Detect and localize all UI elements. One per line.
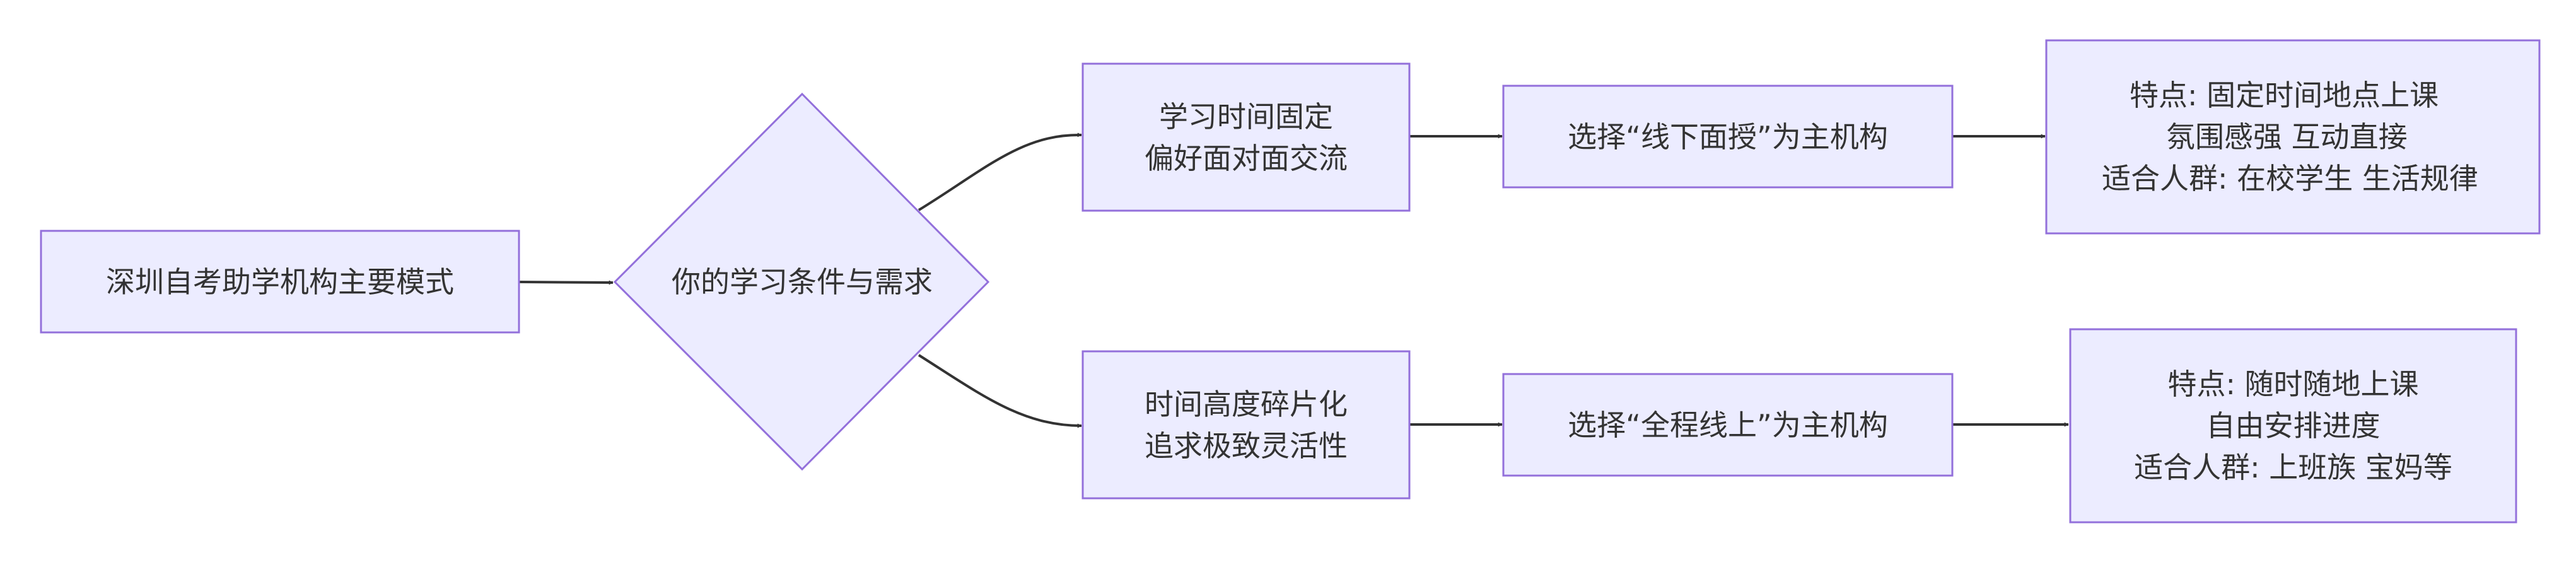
node-desc-offline-line-3: 适合人群: 在校学生 生活规律 [2102, 161, 2478, 196]
node-choice-offline-text: 选择“线下面授”为主机构 [1568, 119, 1888, 154]
node-desc-online-line-2: 自由安排进度 [2206, 409, 2381, 443]
node-desc-online-box [2069, 328, 2517, 524]
node-cond-fixed-line-1: 学习时间固定 [1159, 99, 1333, 134]
node-choice-online-text: 选择“全程线上”为主机构 [1568, 407, 1888, 442]
node-cond-fixed-box [1081, 62, 1411, 212]
edge-root-to-decision [518, 280, 614, 285]
node-cond-flex-line-2: 追求极致灵活性 [1145, 428, 1348, 463]
node-choice-offline-box [1502, 85, 1954, 189]
node-desc-offline-label: 特点: 固定时间地点上课 氛围感强 互动直接 适合人群: 在校学生 生活规律 [2046, 40, 2539, 233]
node-decision-label: 你的学习条件与需求 [644, 250, 960, 313]
node-desc-online-line-3: 适合人群: 上班族 宝妈等 [2134, 450, 2452, 484]
node-desc-online-line-1: 特点: 随时随地上课 [2167, 367, 2419, 401]
edge-decision-to-flex [918, 354, 1082, 428]
node-cond-flex-box [1081, 350, 1411, 500]
edge-decision-to-fixed [918, 132, 1082, 211]
node-root-box [40, 230, 520, 334]
node-desc-offline-box [2045, 39, 2541, 235]
node-desc-offline-line-2: 氛围感强 互动直接 [2166, 120, 2408, 154]
node-cond-fixed-line-2: 偏好面对面交流 [1145, 141, 1348, 175]
node-cond-flex-line-1: 时间高度碎片化 [1145, 387, 1348, 421]
node-choice-online-label: 选择“全程线上”为主机构 [1503, 374, 1952, 476]
node-decision-diamond [613, 92, 990, 471]
node-cond-flex-label: 时间高度碎片化 追求极致灵活性 [1083, 351, 1409, 498]
node-choice-online-box [1502, 373, 1954, 477]
node-decision-text: 你的学习条件与需求 [672, 265, 933, 299]
node-choice-offline-label: 选择“线下面授”为主机构 [1503, 86, 1952, 187]
node-desc-online-label: 特点: 随时随地上课 自由安排进度 适合人群: 上班族 宝妈等 [2070, 329, 2516, 522]
node-cond-fixed-label: 学习时间固定 偏好面对面交流 [1083, 64, 1409, 211]
node-desc-offline-line-1: 特点: 固定时间地点上课 [2130, 78, 2439, 112]
node-root-label: 深圳自考助学机构主要模式 [41, 231, 519, 332]
node-root-text: 深圳自考助学机构主要模式 [106, 264, 454, 299]
